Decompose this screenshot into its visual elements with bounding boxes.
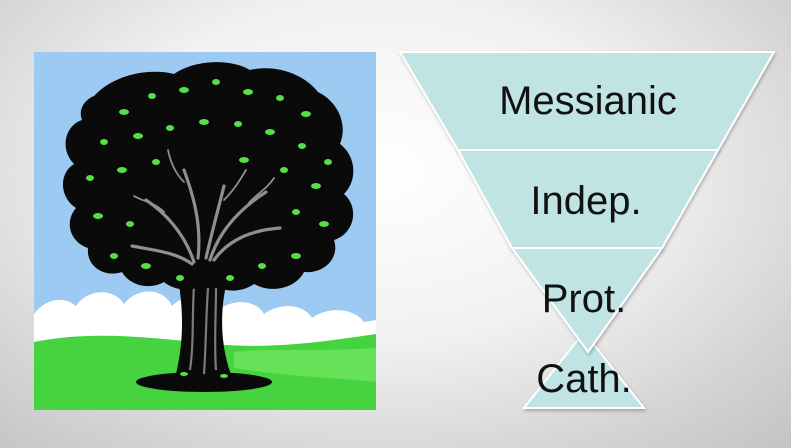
tree-clipart [34, 52, 376, 410]
tier-indep-label: Indep. [530, 179, 641, 223]
tree-icon [34, 52, 376, 410]
trunk-texture [188, 285, 218, 375]
branches [130, 168, 282, 266]
tier-prot-label: Prot. [542, 277, 626, 321]
tier-prot-shape [510, 247, 664, 354]
tier-cath-label: Cath. [536, 357, 632, 401]
foliage [62, 62, 354, 291]
tier-cath-shape [521, 330, 647, 409]
tier-messianic-label: Messianic [499, 79, 677, 123]
grass-highlight [234, 348, 376, 382]
branch-twigs [133, 149, 275, 213]
inverted-pyramid: Messianic Indep. Prot. Cath. [392, 48, 784, 418]
leaf-spots [86, 79, 332, 378]
